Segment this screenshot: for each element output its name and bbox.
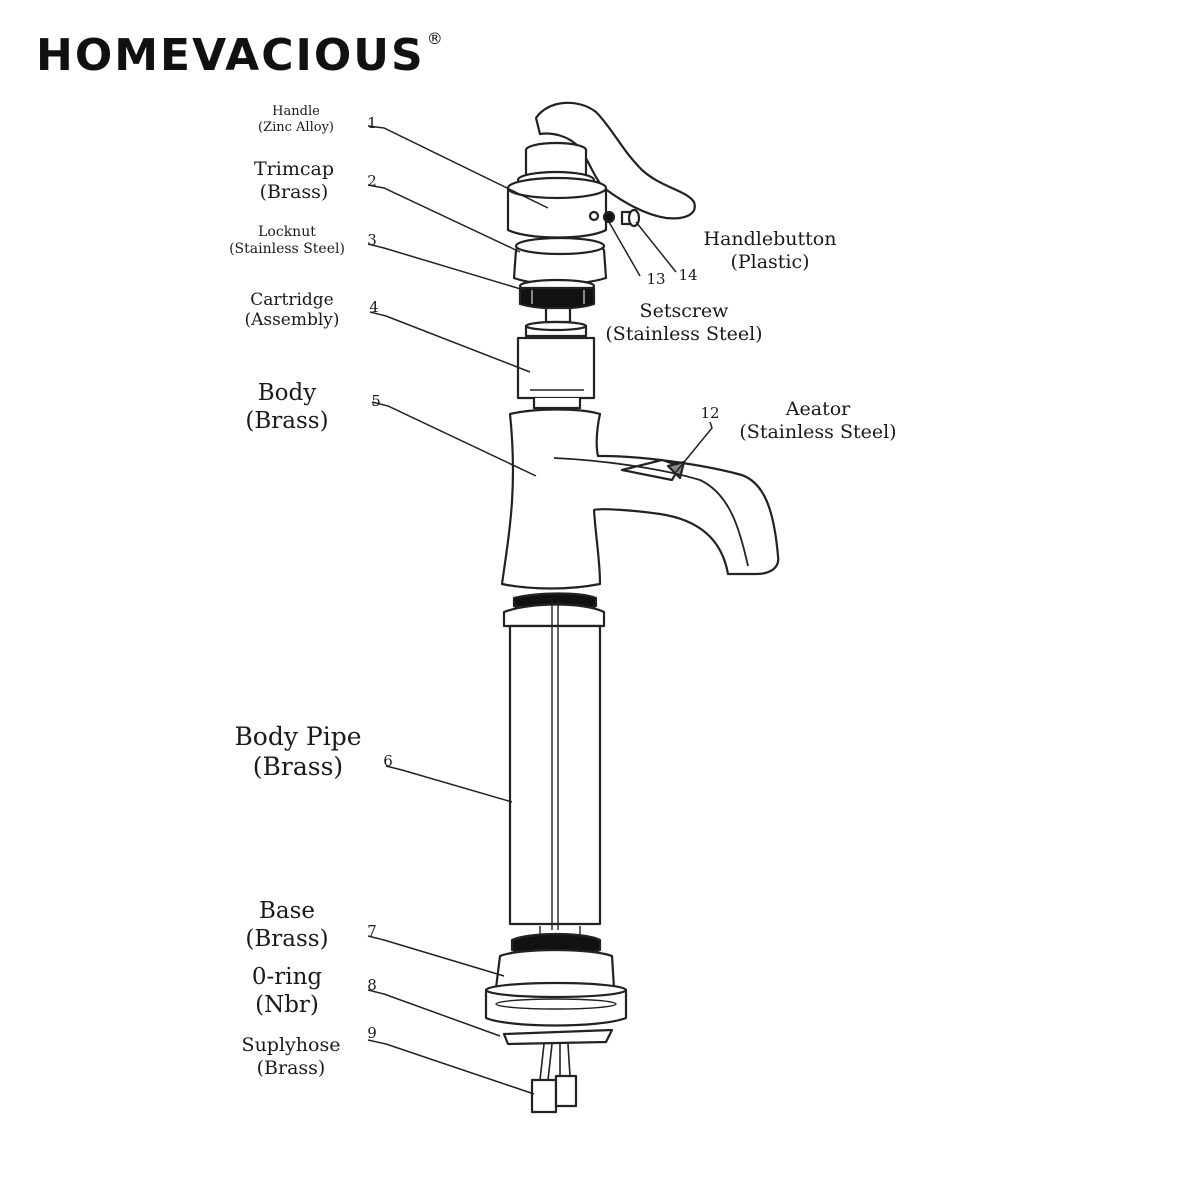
- handlebutton-shape: [620, 208, 641, 228]
- callout-number-8: 8: [367, 976, 377, 994]
- trimcap-shape: [512, 236, 608, 286]
- callout-number-14: 14: [678, 266, 698, 284]
- callout-number-12: 12: [700, 404, 720, 422]
- callout-number-4: 4: [369, 298, 379, 316]
- callout-number-3: 3: [367, 231, 377, 249]
- callout-number-1: 1: [367, 114, 377, 132]
- setscrew-shape: [602, 210, 616, 224]
- handle-shape: [506, 101, 696, 239]
- label-aerator: Aeator(Stainless Steel): [739, 398, 897, 443]
- callout-number-9: 9: [367, 1024, 377, 1042]
- locknut-shape: [518, 278, 596, 310]
- callout-number-13: 13: [646, 270, 666, 288]
- label-handlebutton: Handlebutton(Plastic): [703, 228, 837, 273]
- label-trimcap: Trimcap(Brass): [254, 158, 334, 203]
- callout-number-7: 7: [367, 922, 377, 940]
- label-locknut: Locknut(Stainless Steel): [229, 224, 345, 257]
- body-shape: [500, 408, 780, 590]
- label-cartridge: Cartridge(Assembly): [244, 290, 340, 331]
- brand-name: HOMEVACIOUS: [36, 30, 425, 81]
- callout-number-2: 2: [367, 172, 377, 190]
- label-handle: Handle(Zinc Alloy): [258, 104, 334, 135]
- o-ring-shape: [502, 1028, 614, 1046]
- label-setscrew: Setscrew(Stainless Steel): [605, 300, 763, 345]
- cartridge-shape: [516, 306, 596, 410]
- label-o-ring: 0-ring(Nbr): [251, 964, 323, 1018]
- supply-hose-shape: [530, 1043, 578, 1114]
- callout-number-5: 5: [371, 392, 381, 410]
- base-shape: [484, 926, 628, 1027]
- callout-number-6: 6: [383, 752, 393, 770]
- label-supply-hose: Suplyhose(Brass): [241, 1034, 341, 1079]
- label-base: Base(Brass): [245, 898, 329, 952]
- body-pipe-shape: [502, 592, 606, 930]
- label-body-pipe: Body Pipe(Brass): [234, 722, 362, 781]
- registered-mark: ®: [426, 29, 445, 48]
- label-body: Body(Brass): [245, 380, 329, 434]
- brand-logo: HOMEVACIOUS®: [36, 29, 445, 81]
